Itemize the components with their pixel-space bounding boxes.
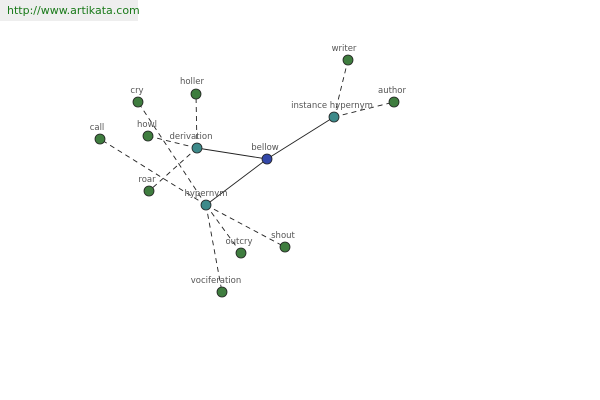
edge-derivation-roar: [148, 147, 198, 192]
edge-hypernym-cry: [137, 101, 207, 206]
node-marker-vociferation[interactable]: [216, 286, 228, 298]
node-author[interactable]: author: [378, 86, 407, 108]
node-label-author[interactable]: author: [378, 86, 407, 96]
node-hypernym[interactable]: hypernym: [184, 189, 228, 211]
node-roar[interactable]: roar: [138, 175, 156, 197]
edge-bellow-instance-hypernym: [266, 116, 335, 160]
node-label-outcry[interactable]: outcry: [225, 237, 252, 247]
node-instance-hypernym[interactable]: instance hypernym: [291, 101, 373, 123]
edges-layer: [99, 59, 395, 293]
edge-derivation-holler: [195, 93, 198, 149]
node-label-call[interactable]: call: [90, 123, 105, 133]
edge-bellow-hypernym: [205, 158, 268, 206]
node-marker-call[interactable]: [94, 133, 106, 145]
edge-hypernym-outcry: [205, 204, 242, 254]
edge-hypernym-shout: [205, 204, 286, 248]
node-vociferation[interactable]: vociferation: [191, 276, 241, 298]
node-marker-bellow[interactable]: [261, 153, 273, 165]
node-marker-holler[interactable]: [190, 88, 202, 100]
node-marker-derivation[interactable]: [191, 142, 203, 154]
node-marker-author[interactable]: [388, 96, 400, 108]
node-label-derivation[interactable]: derivation: [169, 132, 212, 142]
edge-instance-hypernym-writer: [333, 59, 349, 118]
node-derivation[interactable]: derivation: [169, 132, 213, 154]
node-marker-writer[interactable]: [342, 54, 354, 66]
node-marker-outcry[interactable]: [235, 247, 247, 259]
edge-bellow-derivation: [196, 147, 268, 160]
node-label-instance-hypernym[interactable]: instance hypernym: [291, 101, 373, 111]
site-url-link[interactable]: http://www.artikata.com: [0, 0, 140, 21]
nodes-layer: bellow derivation hypernym instance hyperny…: [90, 44, 407, 298]
node-marker-roar[interactable]: [143, 185, 155, 197]
node-label-holler[interactable]: holler: [180, 77, 205, 87]
node-bellow[interactable]: bellow: [251, 143, 279, 165]
node-marker-shout[interactable]: [279, 241, 291, 253]
node-holler[interactable]: holler: [180, 77, 205, 100]
node-label-cry[interactable]: cry: [130, 86, 143, 96]
node-writer[interactable]: writer: [332, 44, 357, 66]
node-shout[interactable]: shout: [271, 231, 296, 253]
node-label-bellow[interactable]: bellow: [251, 143, 279, 153]
node-label-hypernym[interactable]: hypernym: [184, 189, 227, 199]
node-call[interactable]: call: [90, 123, 106, 145]
node-label-writer[interactable]: writer: [332, 44, 357, 54]
node-marker-instance-hypernym[interactable]: [328, 111, 340, 123]
node-cry[interactable]: cry: [130, 86, 144, 108]
node-label-shout[interactable]: shout: [271, 231, 295, 241]
node-marker-howl[interactable]: [142, 130, 154, 142]
edge-hypernym-vociferation: [205, 204, 223, 293]
edge-hypernym-call: [99, 138, 207, 206]
node-label-roar[interactable]: roar: [138, 175, 156, 185]
edge-instance-hypernym-author: [333, 101, 395, 118]
node-howl[interactable]: howl: [137, 120, 157, 142]
node-marker-cry[interactable]: [132, 96, 144, 108]
node-outcry[interactable]: outcry: [225, 237, 253, 259]
node-marker-hypernym[interactable]: [200, 199, 212, 211]
node-label-vociferation[interactable]: vociferation: [191, 276, 241, 286]
node-label-howl[interactable]: howl: [137, 120, 157, 130]
